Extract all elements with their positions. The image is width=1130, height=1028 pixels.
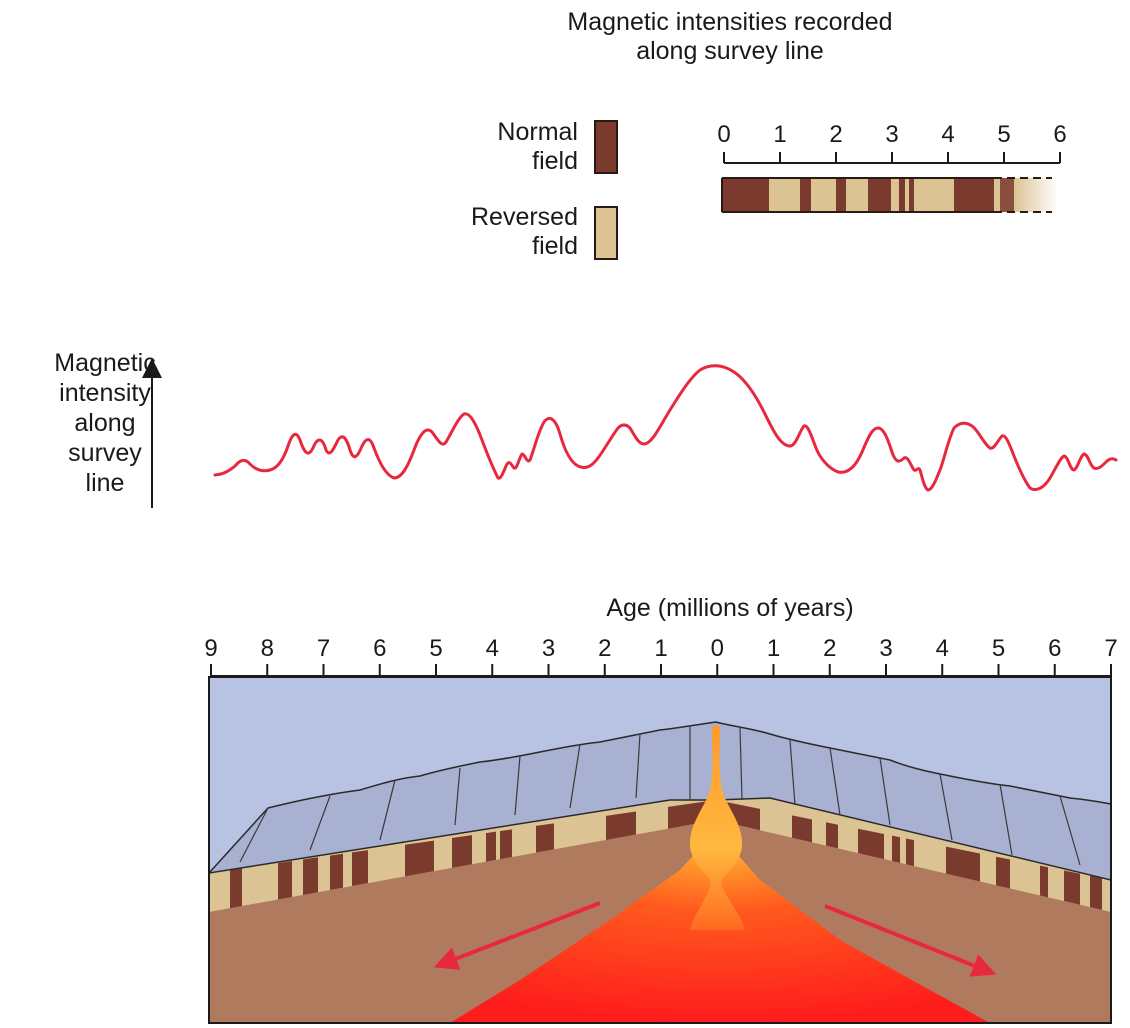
age-axis-tick-label: 0 xyxy=(711,635,724,662)
normal-stripe xyxy=(946,846,980,882)
normal-stripe xyxy=(500,829,512,860)
normal-stripe xyxy=(230,868,242,909)
normal-stripe xyxy=(330,853,343,891)
legend-normal-label: Normal field xyxy=(398,118,578,176)
survey-scale-tick-label: 0 xyxy=(717,121,730,148)
ylabel-line-5: line xyxy=(85,469,125,497)
age-axis-title: Age (millions of years) xyxy=(606,594,854,622)
normal-stripe xyxy=(826,822,838,849)
normal-stripe xyxy=(606,811,636,840)
age-axis-tick-label: 6 xyxy=(373,635,386,662)
age-axis-tick-label: 4 xyxy=(486,635,499,662)
age-axis-tick-label: 3 xyxy=(879,635,892,662)
survey-scale: 0 1 2 3 4 5 6 xyxy=(717,121,1067,213)
survey-scale-tick-label: 1 xyxy=(773,121,786,148)
magma-plume xyxy=(689,726,745,930)
sea-floor-layer xyxy=(209,721,1111,881)
survey-scale-tick-label: 2 xyxy=(829,121,842,148)
ylabel-line-3: along xyxy=(74,409,136,437)
legend-normal-swatch xyxy=(594,120,618,174)
normal-stripe xyxy=(303,857,318,895)
normal-stripe xyxy=(486,831,496,862)
normal-stripe xyxy=(1064,870,1080,905)
survey-scale-tick-label: 4 xyxy=(941,121,954,148)
cross-section-frame xyxy=(208,676,1112,1024)
survey-scale-tick-label: 3 xyxy=(885,121,898,148)
ylabel-line-2: intensity xyxy=(59,379,151,407)
age-axis-tick-label: 1 xyxy=(767,635,780,662)
normal-stripe xyxy=(278,861,292,900)
age-axis-tick-label: 8 xyxy=(261,635,274,662)
fault-lines xyxy=(239,726,1081,866)
survey-scale-tick-label: 6 xyxy=(1053,121,1066,148)
normal-stripe xyxy=(352,850,368,887)
normal-stripe xyxy=(1090,875,1102,910)
normal-stripe xyxy=(452,835,472,868)
age-axis-tick-label: 5 xyxy=(992,635,1005,662)
legend-reversed-line1: Reversed xyxy=(471,203,578,231)
age-axis-tick-label: 6 xyxy=(1048,635,1061,662)
age-axis-tick-label: 1 xyxy=(654,635,667,662)
ridge-cross-section xyxy=(209,677,1111,1023)
magnetic-profile-line xyxy=(213,364,1118,492)
normal-stripe xyxy=(858,828,884,860)
legend-normal-line1: Normal xyxy=(497,118,578,146)
age-axis-tick-label: 2 xyxy=(823,635,836,662)
age-axis-tick-label: 4 xyxy=(936,635,949,662)
age-axis-tick-label: 9 xyxy=(204,635,217,662)
normal-stripe xyxy=(1040,865,1048,898)
ylabel-line-1: Magnetic xyxy=(54,349,156,377)
normal-stripe xyxy=(996,856,1010,889)
ylabel-line-4: survey xyxy=(68,439,142,467)
legend-normal-line2: field xyxy=(532,147,578,175)
survey-strip-reversed-bands xyxy=(769,178,1058,212)
normal-stripe xyxy=(792,815,812,843)
normal-stripe xyxy=(536,823,554,853)
survey-title-line1: Magnetic intensities recorded xyxy=(567,8,893,36)
survey-scale-tick-label: 5 xyxy=(997,121,1010,148)
age-axis-tick-label: 3 xyxy=(542,635,555,662)
normal-stripe xyxy=(906,838,914,867)
age-axis-tick-label: 2 xyxy=(598,635,611,662)
survey-title-line2: along survey line xyxy=(636,37,824,65)
age-axis: 9 8 7 6 5 4 3 2 1 0 1 2 3 4 5 6 7 xyxy=(204,635,1118,677)
age-axis-tick-label: 5 xyxy=(429,635,442,662)
normal-stripe xyxy=(892,835,900,863)
legend-reversed-swatch xyxy=(594,206,618,260)
profile-ylabel: Magnetic intensity along survey line xyxy=(35,348,175,498)
legend-reversed-label: Reversed field xyxy=(398,203,578,261)
age-axis-tick-label: 7 xyxy=(317,635,330,662)
spreading-arrow-right xyxy=(824,904,997,977)
legend-reversed-line2: field xyxy=(532,232,578,260)
age-axis-tick-label: 7 xyxy=(1104,635,1117,662)
survey-title: Magnetic intensities recorded along surv… xyxy=(520,8,940,66)
spreading-arrow-left xyxy=(433,901,601,970)
normal-stripe xyxy=(405,840,434,877)
